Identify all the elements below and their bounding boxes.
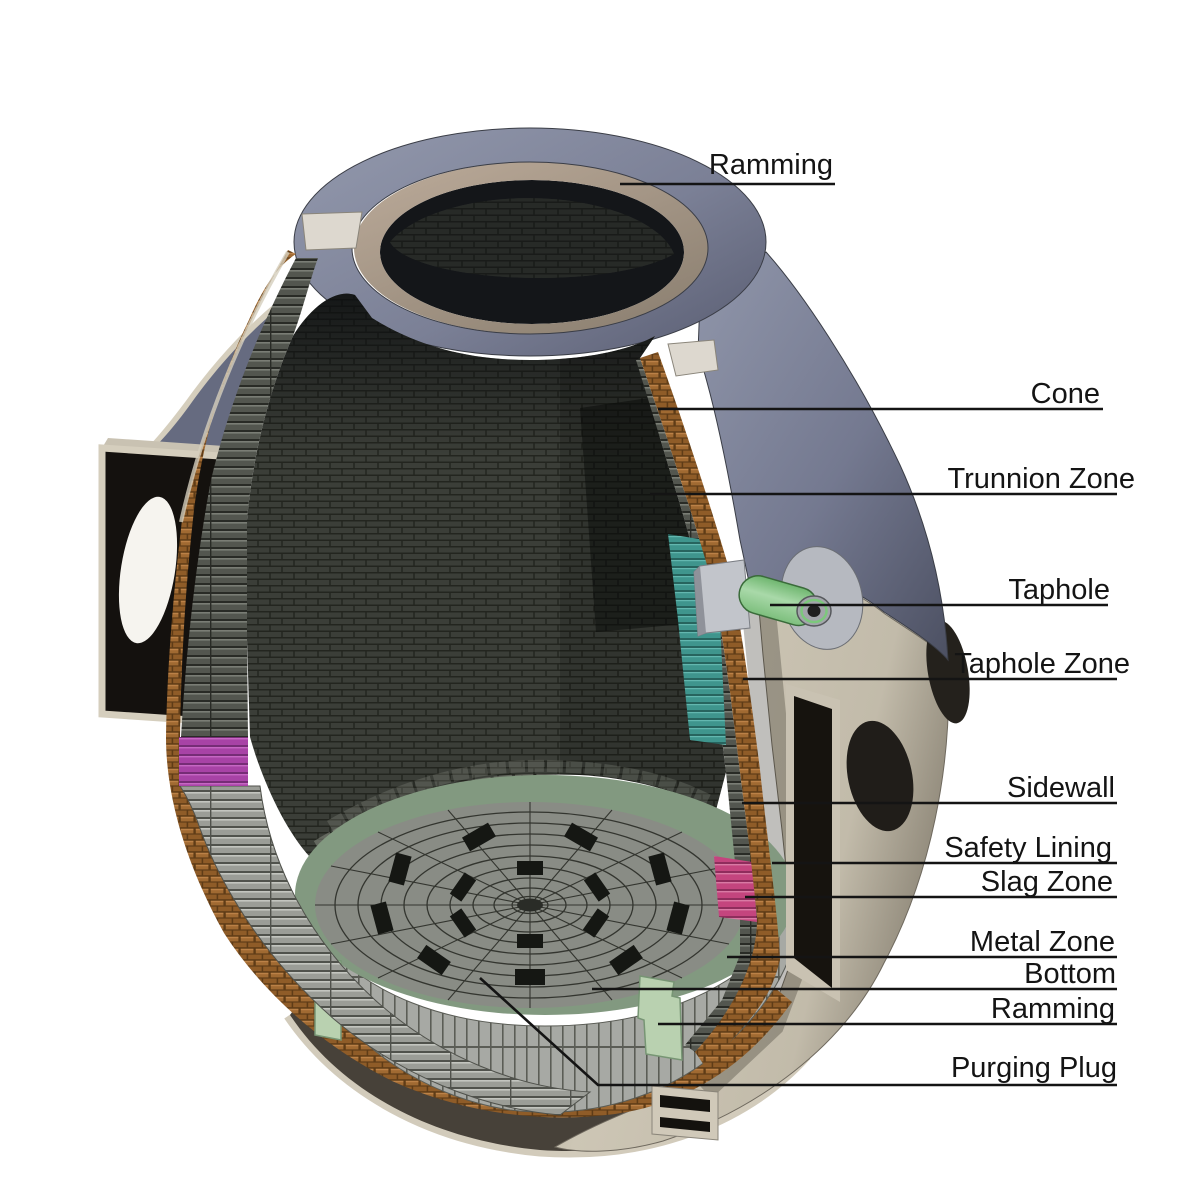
purging-plugs — [370, 822, 690, 985]
slag-zone-band-left — [179, 737, 248, 786]
taphole-bore — [807, 605, 821, 617]
ring-cut-face-left — [301, 211, 363, 251]
mouth-ring — [293, 127, 767, 377]
label-bottom: Bottom — [1024, 958, 1116, 990]
label-ramming-top: Ramming — [709, 149, 833, 181]
labels: Ramming Cone Trunnion Zone Taphole Tapho… — [709, 149, 1135, 1084]
label-taphole-zone: Taphole Zone — [954, 648, 1130, 680]
working-lining-interior — [247, 293, 726, 858]
trunnion-pocket-hole — [118, 496, 178, 644]
label-cone: Cone — [1031, 378, 1100, 410]
safety-lining-right — [640, 352, 780, 1068]
bottom-radial-joints — [315, 802, 745, 1008]
slag-zone-band-right — [714, 856, 757, 922]
label-slag-zone: Slag Zone — [981, 866, 1113, 898]
label-metal-zone: Metal Zone — [970, 926, 1115, 958]
leader-lines — [479, 182, 1117, 1087]
bottom-lining-courses-left — [179, 785, 592, 1116]
right-cut-face — [636, 352, 840, 1068]
safety-lining-left — [166, 250, 296, 737]
label-sidewall: Sidewall — [1007, 772, 1115, 804]
bottom-bowl — [315, 802, 745, 1008]
cone-exterior — [697, 251, 949, 662]
label-purging-plug: Purging Plug — [951, 1052, 1117, 1084]
bottom-ramming-block-right — [637, 975, 683, 1061]
label-ramming-bottom: Ramming — [991, 993, 1115, 1025]
taphole-assembly — [693, 546, 864, 650]
ring-cut-face-right — [667, 339, 719, 377]
shell-foot-channel — [651, 1085, 719, 1141]
label-trunnion-zone: Trunnion Zone — [947, 463, 1135, 495]
sidewall-courses-left — [181, 258, 318, 737]
label-taphole: Taphole — [1008, 574, 1110, 606]
shell-lower-surface — [553, 580, 950, 1152]
left-cut-face — [166, 250, 318, 786]
cone-inner-bricks — [390, 198, 674, 279]
label-safety-lining: Safety Lining — [944, 832, 1112, 864]
leader-purging-plug — [479, 977, 1117, 1087]
